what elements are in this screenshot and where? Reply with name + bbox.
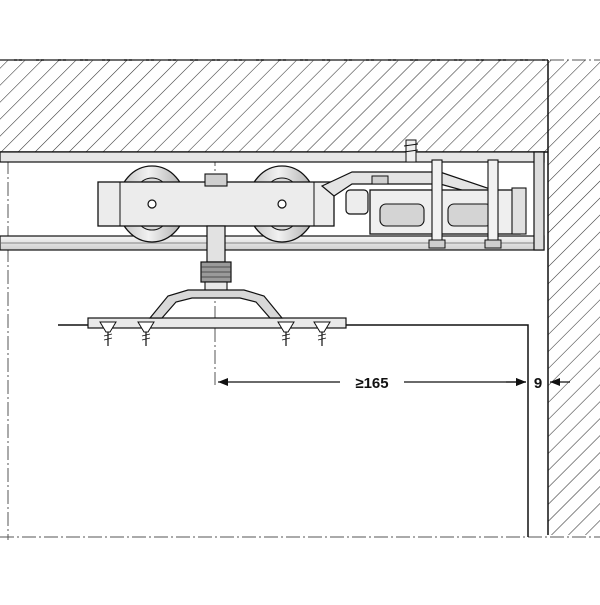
stopper-hook: [345, 189, 369, 215]
bolt-nut-left: [428, 239, 446, 249]
carriage-plate: [97, 181, 335, 227]
gap-dimension-label: 9: [534, 375, 542, 392]
door-top-edge: [58, 324, 529, 537]
screw-3: [277, 321, 295, 346]
track-top-flange: [0, 151, 545, 163]
distance-dimension-label: ≥165: [355, 375, 388, 392]
fixing-bolt-right: [487, 159, 499, 247]
stopper-assembly: [320, 139, 527, 249]
axle-left: [147, 199, 157, 209]
track-end-wall: [533, 151, 545, 251]
roller-carriage: [97, 165, 335, 293]
dimension-distance: ≥165: [218, 330, 529, 392]
dimension-gap: 9: [506, 375, 570, 392]
stopper-end-cap: [511, 187, 527, 235]
axle-right: [277, 199, 287, 209]
mounting-bracket: [148, 289, 284, 319]
screw-2: [137, 321, 155, 346]
stopper-catch: [371, 175, 389, 185]
door-screws: [99, 321, 331, 346]
screw-thread-1: [403, 143, 419, 147]
door-panel: [58, 324, 529, 537]
track-profile: [0, 151, 545, 251]
mounting-plate: [87, 289, 347, 329]
ceiling: [0, 59, 548, 153]
ceiling-hatch: [0, 60, 548, 152]
screw-1: [99, 321, 117, 346]
wall-hatch: [548, 60, 600, 535]
screw-thread-2: [403, 149, 419, 153]
screw-4: [313, 321, 331, 346]
bolt-nut-right: [484, 239, 502, 249]
damper-block-2: [447, 203, 493, 227]
fixing-bolt-left: [431, 159, 443, 247]
mounting-plate-base: [87, 317, 347, 329]
suspension-bolt: [206, 225, 226, 263]
stud-top-nut: [204, 173, 228, 187]
damper-block-1: [379, 203, 425, 227]
wall: [547, 60, 600, 535]
